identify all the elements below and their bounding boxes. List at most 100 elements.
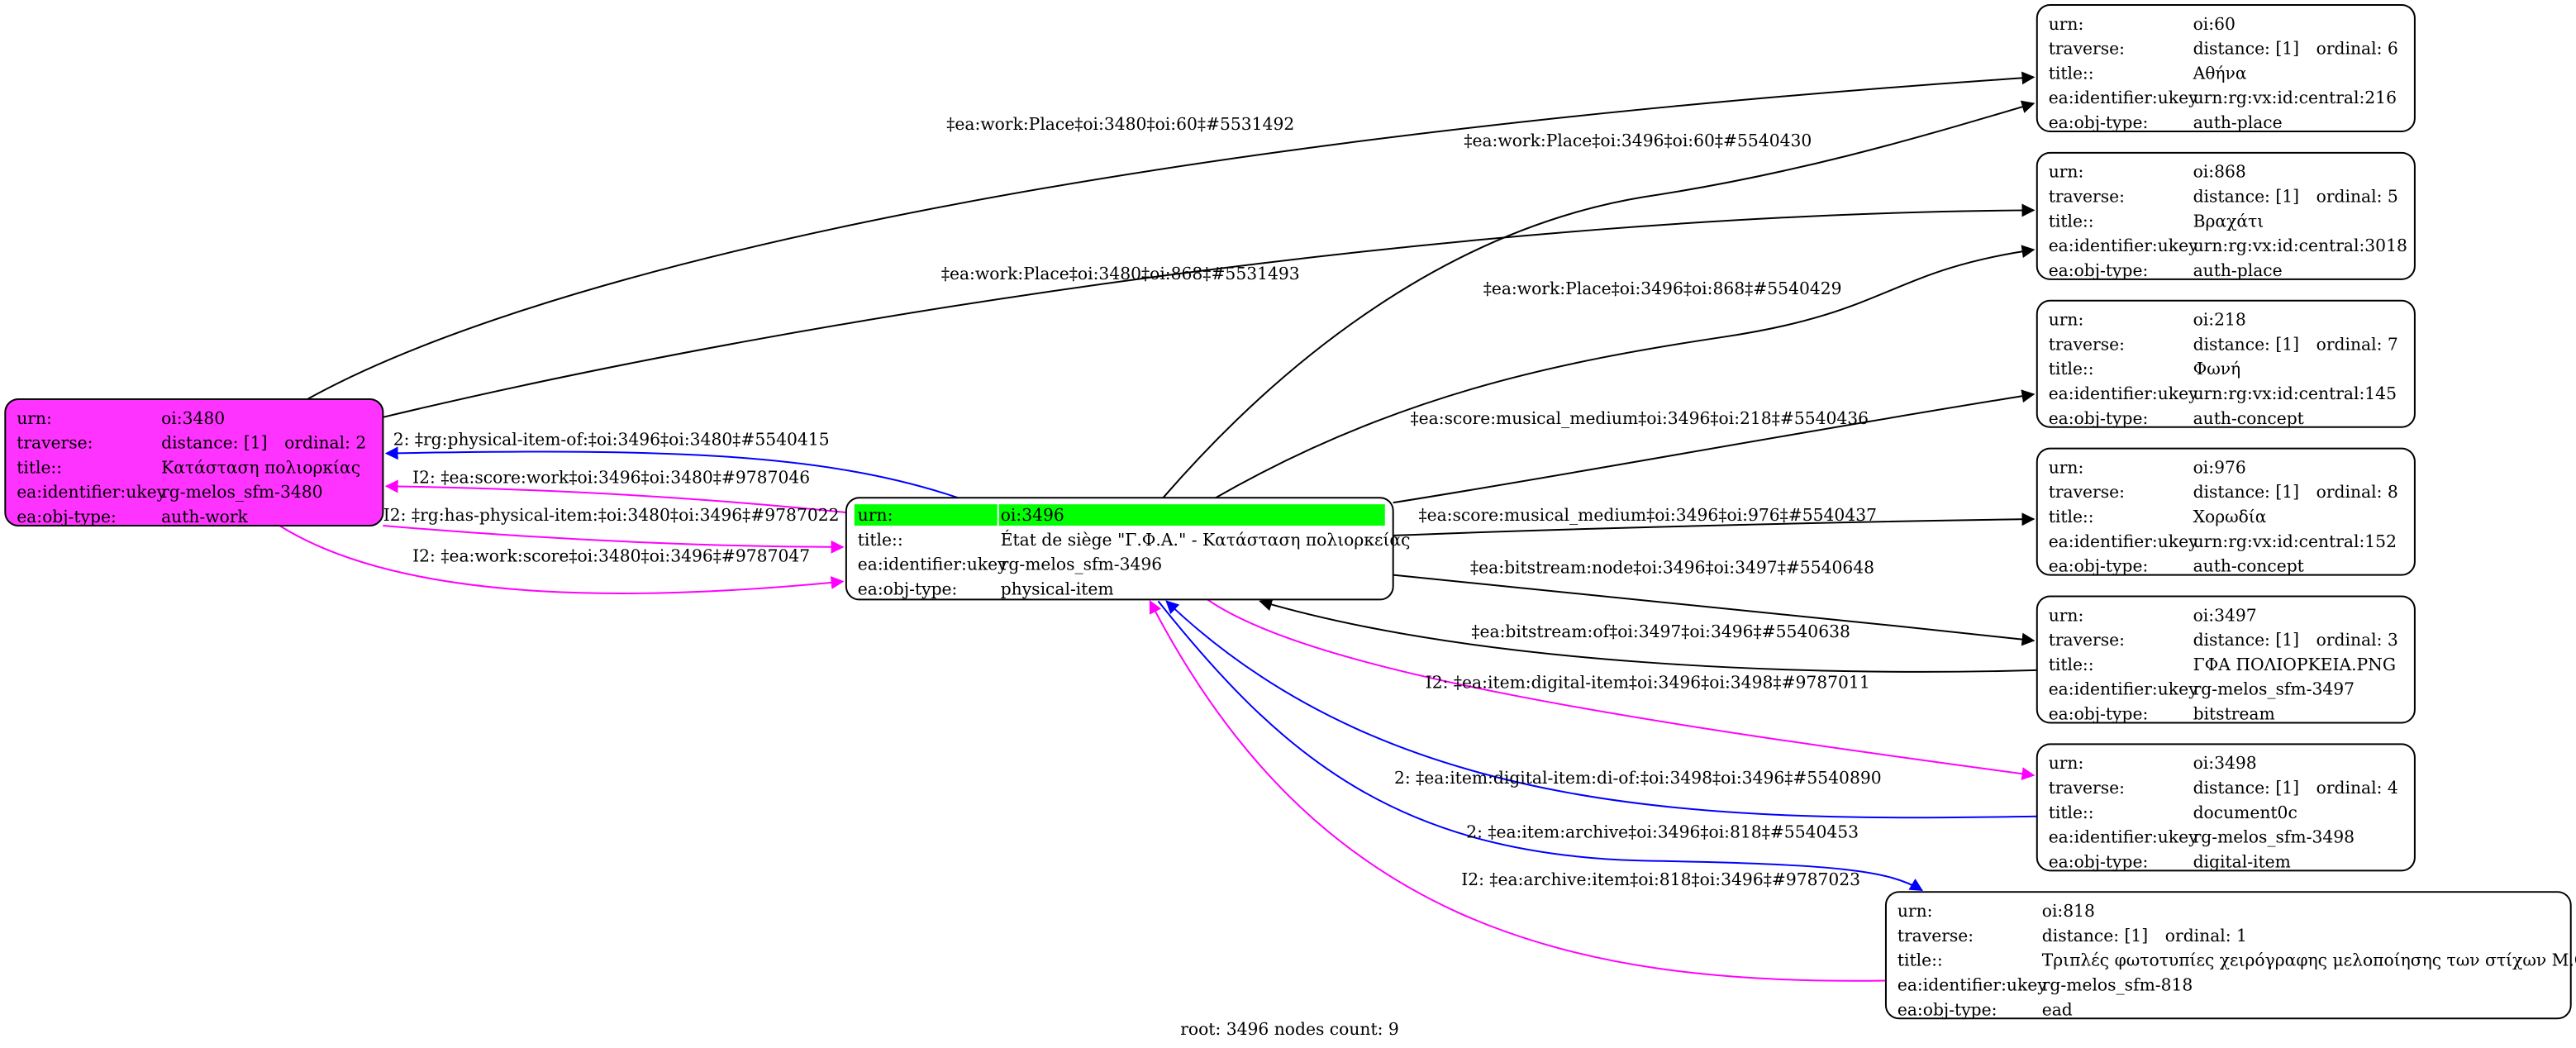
edge-line <box>1162 100 2036 498</box>
node-field-key: traverse: <box>17 433 93 453</box>
edge[interactable]: I2: ‡ea:archive:item‡oi:818‡oi:3496‡#978… <box>1149 599 1886 982</box>
node-box <box>1884 891 2572 1020</box>
edge-line <box>1207 598 2036 781</box>
edge-line <box>383 524 845 554</box>
edge-label: I2: ‡ea:item:digital-item‡oi:3496‡oi:349… <box>1426 673 1870 693</box>
node-field-value: document0c <box>2193 803 2297 822</box>
edge[interactable]: I2: ‡ea:work:score‡oi:3480‡oi:3496‡#9787… <box>279 525 845 594</box>
node-field-value: rg-melos_sfm-3498 <box>2193 827 2355 847</box>
node-field-value: auth-concept <box>2193 556 2304 576</box>
edge-label: ‡ea:work:Place‡oi:3480‡oi:60‡#5531492 <box>946 114 1294 134</box>
node-box <box>2036 595 2416 724</box>
root-highlight <box>854 504 998 526</box>
root-highlight <box>998 504 1385 526</box>
edge[interactable]: ‡ea:work:Place‡oi:3480‡oi:60‡#5531492 <box>307 71 2036 400</box>
node-field-value: distance: [1] <box>2193 778 2299 798</box>
edge[interactable]: I2: ‡ea:score:work‡oi:3496‡oi:3480‡#9787… <box>384 467 846 514</box>
node-field-key: ea:identifier:ukey <box>2049 236 2198 255</box>
edge-label: ‡ea:work:Place‡oi:3480‡oi:868‡#5531493 <box>941 264 1300 283</box>
edge-label: 2: ‡rg:physical-item-of:‡oi:3496‡oi:3480… <box>393 430 830 450</box>
node-field-value: urn:rg:vx:id:central:152 <box>2193 531 2397 551</box>
node-field-key: ea:identifier:ukey <box>2049 827 2198 847</box>
edge-label: ‡ea:bitstream:of‡oi:3497‡oi:3496‡#554063… <box>1471 622 1850 641</box>
node-box <box>2036 3 2416 132</box>
node-field-value: oi:3496 <box>1001 505 1064 525</box>
edge-label: ‡ea:work:Place‡oi:3496‡oi:60‡#5540430 <box>1464 131 1812 150</box>
node-field-value: distance: [1] <box>2193 334 2299 354</box>
edge[interactable]: ‡ea:score:musical_medium‡oi:3496‡oi:976‡… <box>1393 505 2036 536</box>
edge[interactable]: ‡ea:score:musical_medium‡oi:3496‡oi:218‡… <box>1393 389 2036 504</box>
edge[interactable]: ‡ea:bitstream:of‡oi:3497‡oi:3496‡#554063… <box>1259 598 2037 673</box>
edge-label: I2: ‡ea:work:score‡oi:3480‡oi:3496‡#9787… <box>412 546 810 566</box>
node-field-value: distance: [1] <box>2193 482 2299 502</box>
node-field-key: ea:obj-type: <box>2049 260 2149 280</box>
node-field-key: ea:identifier:ukey <box>2049 383 2198 403</box>
node-field-value: urn:rg:vx:id:central:216 <box>2193 88 2397 107</box>
node-field-value: distance: [1] <box>2193 39 2299 59</box>
node-field-key: ea:identifier:ukey <box>2049 679 2198 699</box>
node-field-key: ea:obj-type: <box>17 507 117 526</box>
node-field-key: ea:identifier:ukey <box>2049 531 2198 551</box>
edge[interactable]: I2: ‡ea:item:digital-item‡oi:3496‡oi:349… <box>1207 598 2036 781</box>
node-field-key: traverse: <box>2049 482 2125 502</box>
edge[interactable]: 2: ‡ea:item:archive‡oi:3496‡oi:818‡#5540… <box>1157 600 1924 892</box>
node-field-key: urn: <box>2049 310 2084 330</box>
node-field-key: traverse: <box>1897 926 1974 946</box>
edge[interactable]: 2: ‡rg:physical-item-of:‡oi:3496‡oi:3480… <box>384 430 959 499</box>
edge-line <box>1393 512 2036 536</box>
edge[interactable]: ‡ea:bitstream:node‡oi:3496‡oi:3497‡#5540… <box>1393 558 2036 646</box>
edge-line <box>383 203 2036 418</box>
edge-label: I2: ‡ea:score:work‡oi:3496‡oi:3480‡#9787… <box>412 467 810 487</box>
node-field-value: bitstream <box>2193 704 2275 724</box>
edge[interactable]: ‡ea:work:Place‡oi:3480‡oi:868‡#5531493 <box>383 203 2036 418</box>
edge[interactable]: ‡ea:work:Place‡oi:3496‡oi:60‡#5540430 <box>1162 100 2036 498</box>
edges-layer: ‡ea:work:Place‡oi:3480‡oi:60‡#5531492 ‡ea… <box>279 71 2037 982</box>
node-field-value: oi:3480 <box>161 408 225 428</box>
edge-line <box>1393 389 2036 504</box>
edge-line <box>1149 599 1886 982</box>
node-field-key: title:: <box>2049 359 2094 379</box>
nodes-layer: urn: oi:60 traverse: distance: [1] ordinal: … <box>4 3 2576 1020</box>
node-field-value: oi:3498 <box>2193 753 2257 773</box>
edge-line <box>1157 600 1924 892</box>
node-field-ordinal: ordinal: 7 <box>2316 334 2398 354</box>
edge-line <box>1165 600 2037 819</box>
node-field-key: urn: <box>2049 14 2084 34</box>
node-field-key: ea:identifier:ukey <box>858 555 1007 574</box>
node-field-value: oi:976 <box>2193 457 2246 477</box>
node-field-key: traverse: <box>2049 186 2125 206</box>
edge-line <box>384 446 959 499</box>
node-box <box>4 398 384 526</box>
node-field-value: rg-melos_sfm-3496 <box>1001 555 1162 574</box>
node-field-key: ea:identifier:ukey <box>2049 88 2198 107</box>
edge[interactable]: ‡ea:work:Place‡oi:3496‡oi:868‡#5540429 <box>1215 245 2036 499</box>
node-field-key: ea:obj-type: <box>1897 999 1997 1019</box>
node-field-ordinal: ordinal: 6 <box>2316 39 2398 59</box>
node-field-value: urn:rg:vx:id:central:145 <box>2193 383 2397 403</box>
node-field-key: traverse: <box>2049 778 2125 798</box>
node-field-value: ead <box>2042 999 2073 1019</box>
edge-line <box>384 479 846 514</box>
node-field-ordinal: ordinal: 5 <box>2316 186 2398 206</box>
edge-label: 2: ‡ea:item:archive‡oi:3496‡oi:818‡#5540… <box>1466 822 1859 842</box>
node-field-value: Τριπλές φωτοτυπίες χειρόγραφης μελοποίησ… <box>2042 950 2576 970</box>
node-field-value: auth-place <box>2193 112 2283 132</box>
edge[interactable]: 2: ‡ea:item:digital-item:di-of:‡oi:3498‡… <box>1165 600 2037 819</box>
node-field-value: oi:60 <box>2193 14 2236 34</box>
edge[interactable]: I2: ‡rg:has-physical-item:‡oi:3480‡oi:34… <box>383 505 845 554</box>
node-field-ordinal: ordinal: 2 <box>284 433 366 453</box>
node-field-value: distance: [1] <box>161 433 267 453</box>
node-field-value: Αθήνα <box>2193 63 2247 83</box>
edge-label: ‡ea:score:musical_medium‡oi:3496‡oi:218‡… <box>1411 408 1869 428</box>
node-field-value: Χορωδία <box>2193 507 2267 526</box>
node-field-key: traverse: <box>2049 630 2125 650</box>
